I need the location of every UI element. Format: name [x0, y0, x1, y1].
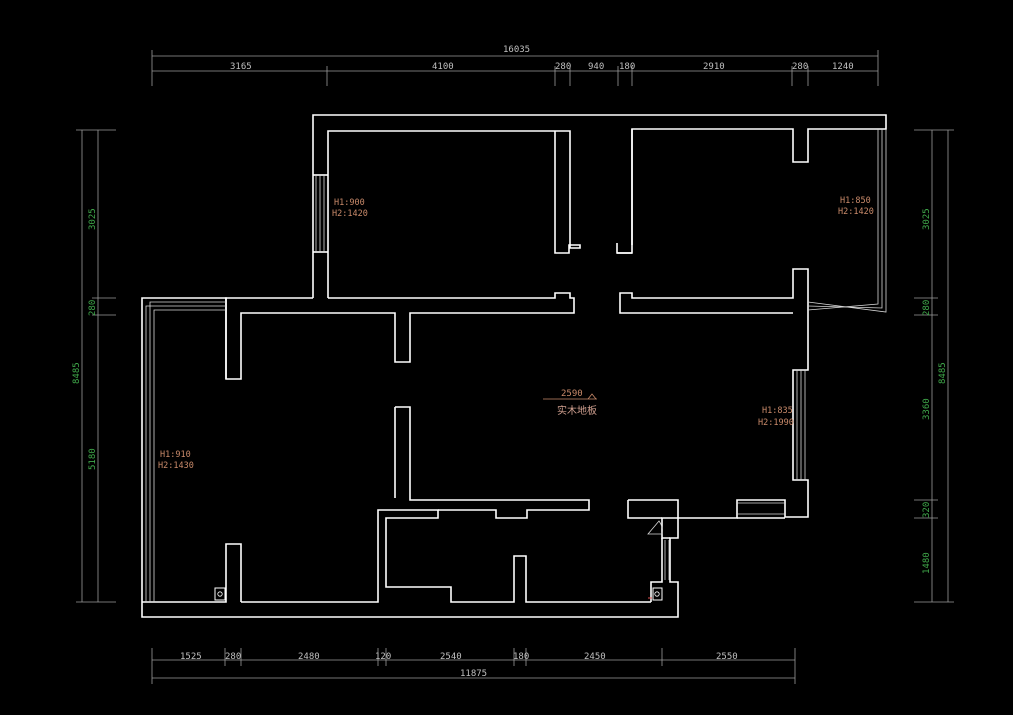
right-dim-2: 280: [922, 300, 932, 316]
drain-box-left: [214, 587, 226, 601]
bottom-dim-8: 2550: [716, 652, 738, 662]
right-dim-5: 1480: [922, 552, 932, 574]
right-total-dim: 8485: [938, 362, 948, 384]
fixtures: [214, 587, 663, 601]
right-room-h2: H2:1990: [758, 418, 794, 428]
left-dim-2: 280: [88, 300, 98, 316]
top-dimension-chain: 16035 3165 4100 280 940 180 2910 280 124…: [151, 45, 879, 86]
top-total-dim: 16035: [503, 45, 530, 55]
top-right-room-h1: H1:850: [840, 196, 871, 206]
bottom-dim-5: 2540: [440, 652, 462, 662]
right-dimension-chain: 3025 280 3360 320 1480 8485: [914, 129, 954, 603]
room-labels: H1:900 H2:1420 H1:850 H2:1420 H1:910 H2:…: [158, 196, 874, 471]
left-total-dim: 8485: [72, 362, 82, 384]
floor-material-label: 实木地板: [557, 404, 597, 417]
right-room-h1: H1:835: [762, 406, 793, 416]
top-dim-4: 940: [588, 62, 604, 72]
floor-height-value: 2590: [561, 389, 583, 399]
bottom-dim-7: 2450: [584, 652, 606, 662]
top-dim-1: 3165: [230, 62, 252, 72]
left-dim-3: 5180: [88, 448, 98, 470]
right-dim-3: 3360: [922, 398, 932, 420]
bottom-dim-6: 180: [513, 652, 529, 662]
top-left-room-h2: H2:1420: [332, 209, 368, 219]
walls: [141, 114, 887, 618]
bottom-dimension-chain: 1525 280 2480 120 2540 180 2450 2550 118…: [151, 648, 796, 684]
left-dim-1: 3025: [88, 208, 98, 230]
top-dim-3: 280: [555, 62, 571, 72]
top-left-room-h1: H1:900: [334, 198, 365, 208]
left-room-h1: H1:910: [160, 450, 191, 460]
left-dimension-chain: 3025 280 5180 8485: [72, 129, 116, 603]
top-dim-8: 1240: [832, 62, 854, 72]
top-right-room-h2: H2:1420: [838, 207, 874, 217]
bottom-dim-4: 120: [375, 652, 391, 662]
top-dim-7: 280: [792, 62, 808, 72]
top-dim-6: 2910: [703, 62, 725, 72]
windows: [145, 129, 887, 602]
left-room-h2: H2:1430: [158, 461, 194, 471]
top-dim-5: 180: [619, 62, 635, 72]
drain-box-right: [652, 587, 663, 601]
right-dim-1: 3025: [922, 208, 932, 230]
bottom-dim-3: 2480: [298, 652, 320, 662]
right-dim-4: 320: [922, 502, 932, 518]
bottom-dim-2: 280: [225, 652, 241, 662]
floor-annotation: 2590 实木地板: [543, 389, 597, 417]
bottom-dim-1: 1525: [180, 652, 202, 662]
bottom-total-dim: 11875: [460, 669, 487, 679]
top-dim-2: 4100: [432, 62, 454, 72]
